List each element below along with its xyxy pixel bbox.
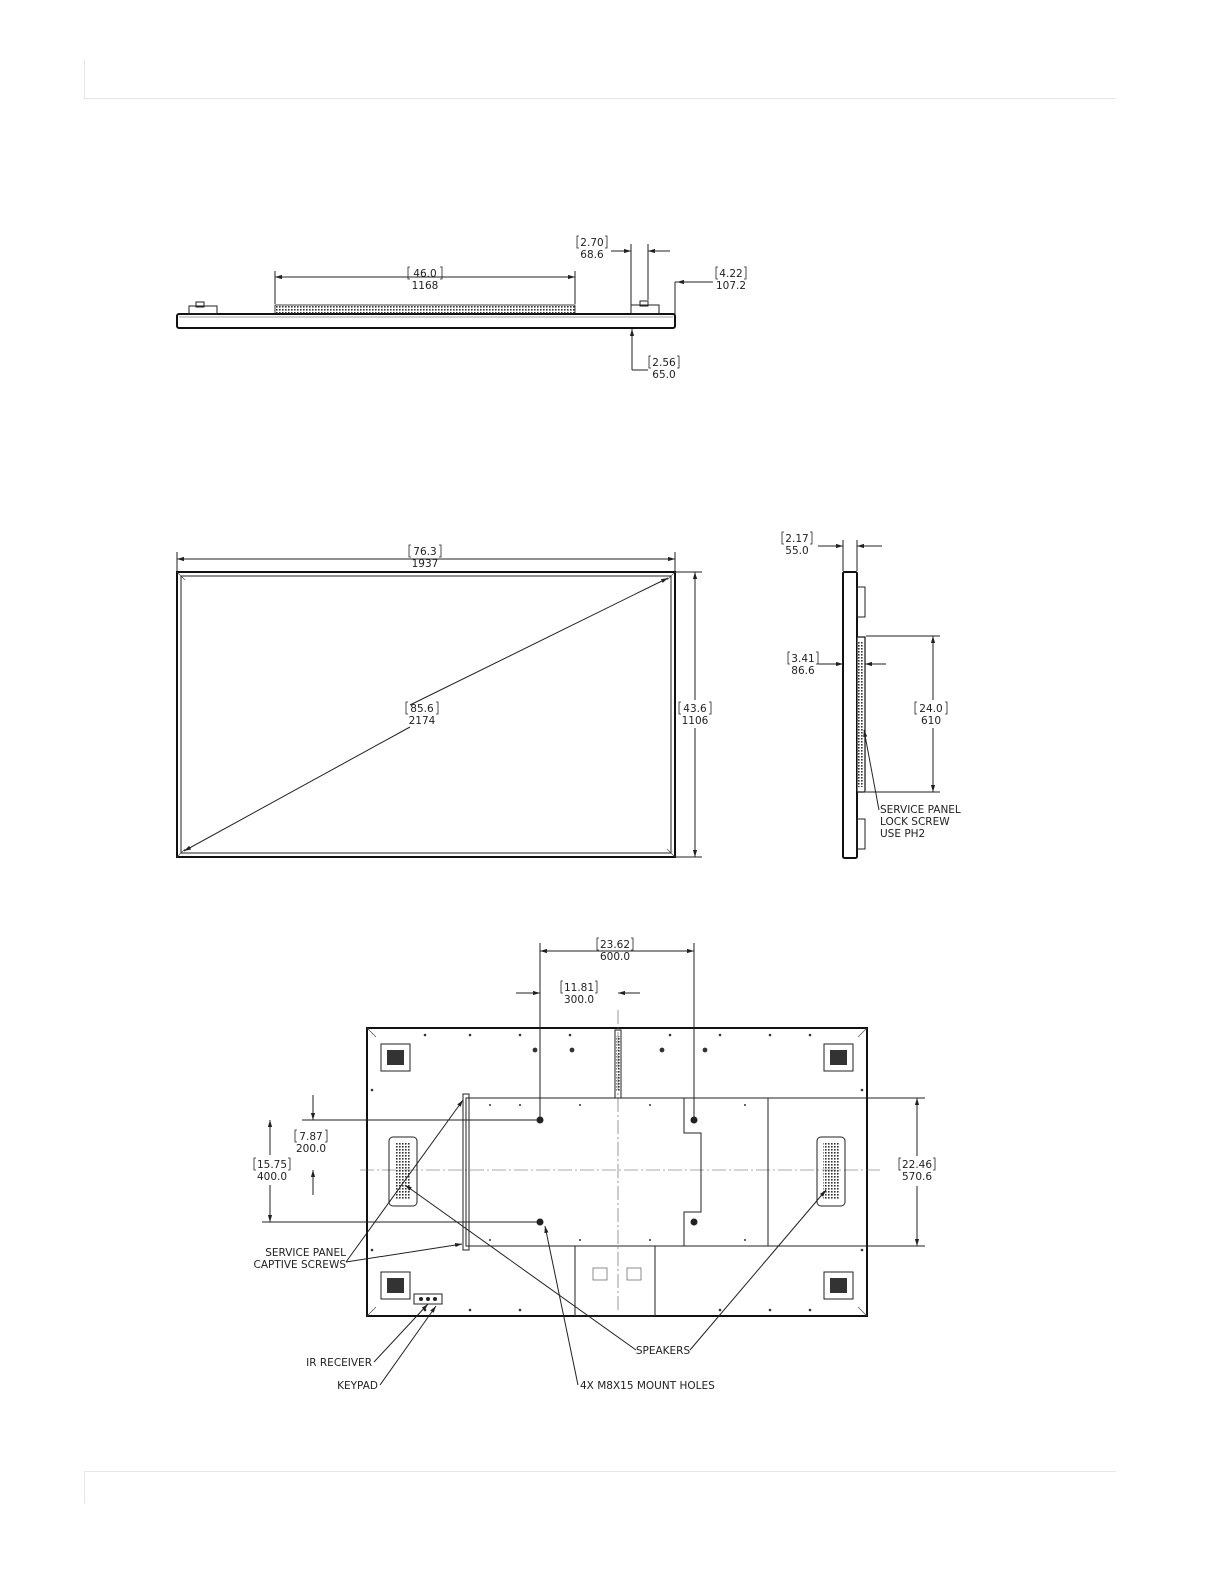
dim-front-width-in: 76.3 — [413, 546, 436, 558]
dim-front-diagonal-mm: 2174 — [409, 715, 436, 727]
rear-speaker-left — [389, 1137, 417, 1206]
top-view-speaker-bar — [275, 305, 575, 314]
dim-front-diagonal-in: 85.6 — [410, 703, 434, 715]
dim-rear-h-outer-in: 23.62 — [600, 939, 630, 951]
label-keypad: KEYPAD — [337, 1380, 378, 1392]
dim-rear-v-inner-mm: 200.0 — [296, 1143, 326, 1155]
dim-top-panel-in: 2.56 — [652, 357, 676, 369]
dimension-labels: 46.0 1168 2.70 68.6 4.22 107.2 2.56 65.0… — [254, 237, 961, 1392]
label-captive-2: CAPTIVE SCREWS — [254, 1259, 347, 1271]
side-view-bracket-top — [857, 587, 865, 617]
dim-rear-service-height-mm: 570.6 — [902, 1171, 932, 1183]
rear-view — [262, 943, 925, 1385]
dim-top-depth-mm: 107.2 — [716, 280, 746, 292]
dim-rear-service-height-in: 22.46 — [902, 1159, 932, 1171]
label-service-lock-1: SERVICE PANEL — [880, 804, 961, 816]
side-view-profile — [843, 572, 857, 858]
dim-rear-h-inner-mm: 300.0 — [564, 994, 594, 1006]
label-service-lock-3: USE PH2 — [880, 828, 925, 840]
label-mount-holes: 4X M8X15 MOUNT HOLES — [580, 1380, 715, 1392]
front-view — [177, 552, 702, 857]
dim-side-depth-in: 2.17 — [785, 533, 808, 545]
dim-rear-h-outer-mm: 600.0 — [600, 951, 630, 963]
label-captive-1: SERVICE PANEL — [265, 1247, 346, 1259]
dim-top-panel-mm: 65.0 — [652, 369, 675, 381]
rear-foot-bottom-left — [381, 1272, 410, 1299]
rear-bottom-module — [575, 1246, 655, 1316]
dim-rear-h-inner-in: 11.81 — [564, 982, 594, 994]
dim-side-service-depth-mm: 86.6 — [791, 665, 815, 677]
dim-top-speaker-mm: 1168 — [412, 280, 439, 292]
dim-top-depth-in: 4.22 — [719, 268, 742, 280]
dim-front-height-in: 43.6 — [683, 703, 707, 715]
top-view — [177, 244, 713, 370]
label-speakers: SPEAKERS — [636, 1345, 691, 1357]
dim-rear-v-outer-in: 15.75 — [257, 1159, 287, 1171]
rear-foot-top-right — [824, 1044, 853, 1071]
rear-foot-bottom-right — [824, 1272, 853, 1299]
dim-front-height-mm: 1106 — [682, 715, 709, 727]
mount-hole — [691, 1219, 698, 1226]
label-service-lock-2: LOCK SCREW — [880, 816, 950, 828]
rear-foot-top-left — [381, 1044, 410, 1071]
dim-front-width-mm: 1937 — [412, 558, 439, 570]
dim-rear-v-inner-in: 7.87 — [299, 1131, 322, 1143]
label-ir-receiver: IR RECEIVER — [306, 1357, 372, 1369]
dim-top-offset-in: 2.70 — [580, 237, 603, 249]
dim-side-depth-mm: 55.0 — [785, 545, 808, 557]
dim-side-service-depth-in: 3.41 — [791, 653, 814, 665]
dim-side-service-height-in: 24.0 — [919, 703, 942, 715]
side-view-bracket-bottom — [857, 819, 865, 849]
dim-rear-v-outer-mm: 400.0 — [257, 1171, 287, 1183]
dim-top-offset-mm: 68.6 — [580, 249, 604, 261]
top-view-bezel — [177, 314, 675, 328]
dim-top-speaker-in: 46.0 — [413, 268, 436, 280]
dim-side-service-height-mm: 610 — [921, 715, 941, 727]
